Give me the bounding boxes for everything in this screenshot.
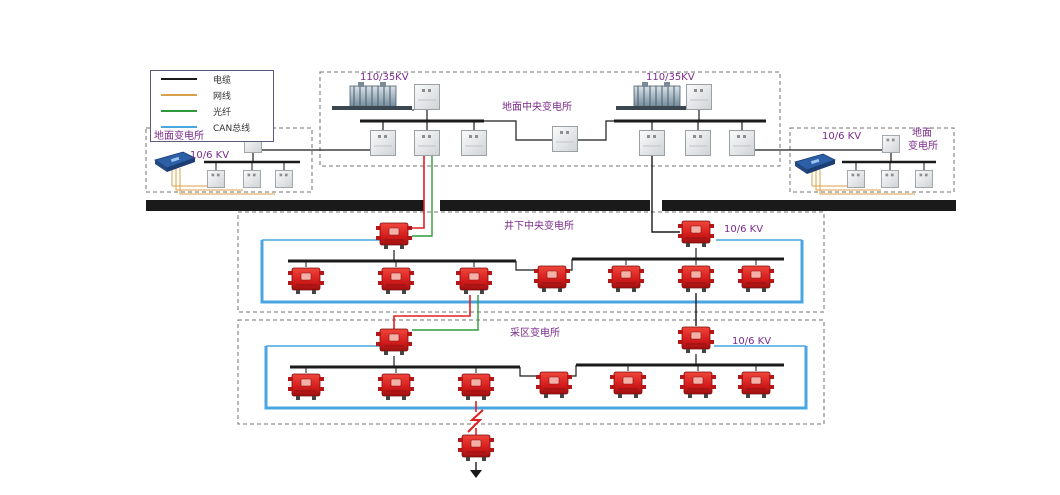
cabinet (243, 170, 261, 188)
cabinet (370, 130, 396, 156)
transformer-left (332, 82, 412, 111)
surface-right-title-line1: 地面 (912, 128, 932, 139)
surface-right-voltage-label: 10/6 KV (822, 131, 862, 142)
cabinet (729, 130, 755, 156)
cabinet (207, 170, 225, 188)
switchgear (288, 267, 324, 295)
surface-central-title: 地面中央变电所 (502, 102, 572, 113)
mining-voltage-label: 10/6 KV (732, 336, 772, 347)
fault-lightning-icon (467, 409, 484, 433)
cabinet (847, 170, 865, 188)
monitor-station-right (794, 153, 836, 174)
load-switchgear (458, 434, 494, 462)
cabinet (639, 130, 665, 156)
incoming-switchgear-right (678, 220, 714, 248)
cabinet (686, 84, 712, 110)
transformer-left-voltage-label: 110/35KV (360, 72, 409, 83)
bus-tie-switchgear (534, 265, 570, 293)
feeder-lines (412, 156, 680, 237)
switchgear (608, 265, 644, 293)
legend-item-network: 网线 (151, 87, 273, 103)
section-boxes (145, 71, 955, 425)
legend-swatch (161, 94, 197, 96)
switchgear (610, 371, 646, 399)
switchgear (738, 371, 774, 399)
cabinet (915, 170, 933, 188)
cabinet (414, 84, 440, 110)
cabinet (461, 130, 487, 156)
mining-area-title: 采区变电所 (510, 328, 560, 339)
mining-feeders (393, 293, 697, 331)
bus-tie-switchgear (536, 371, 572, 399)
arrow-down-icon (470, 470, 482, 478)
surface-left-voltage-label: 10/6 KV (190, 150, 230, 161)
underground-central-station (260, 220, 804, 304)
legend-label: 网线 (213, 92, 232, 102)
legend-item-cable: 电缆 (151, 71, 273, 87)
surface-left-station (154, 135, 300, 195)
cabinet (685, 130, 711, 156)
switchgear (680, 371, 716, 399)
surface-central-station (332, 82, 766, 156)
cabinet (275, 170, 293, 188)
legend-item-fiber: 光纤 (151, 103, 273, 119)
incoming-switchgear-right (678, 326, 714, 354)
surface-left-title: 地面变电所 (154, 131, 204, 142)
legend-label: 光纤 (213, 108, 232, 118)
legend-label: 电缆 (213, 76, 232, 86)
incoming-switchgear-left (376, 328, 412, 356)
surface-left-box (145, 127, 313, 193)
legend-item-can-bus: CAN总线 (151, 119, 273, 135)
surface-right-title-line2: 变电所 (908, 141, 938, 152)
underground-central-title: 井下中央变电所 (504, 221, 574, 232)
legend-label: CAN总线 (213, 124, 251, 134)
surface-right-station (794, 135, 936, 195)
incoming-switchgear-left (376, 222, 412, 250)
cabinet (881, 170, 899, 188)
final-feeder (458, 401, 494, 478)
cabinet (882, 135, 900, 153)
underground-voltage-label: 10/6 KV (724, 224, 764, 235)
ground-level-bars (146, 200, 956, 211)
switchgear (378, 267, 414, 295)
mining-area-box (237, 319, 825, 425)
bus-tie-cabinet (552, 126, 578, 152)
switchgear (678, 265, 714, 293)
legend-swatch (161, 110, 197, 112)
switchgear (458, 373, 494, 401)
switchgear (738, 265, 774, 293)
surface-central-box (319, 71, 781, 167)
switchgear (288, 373, 324, 401)
switchgear (456, 267, 492, 295)
transformer-right (616, 82, 696, 111)
monitor-station-left (154, 151, 196, 172)
surface-right-box (789, 127, 955, 193)
transformer-right-voltage-label: 110/35KV (646, 72, 695, 83)
mining-area-station (264, 326, 808, 410)
legend: 电缆 网线 光纤 CAN总线 (150, 70, 274, 142)
cabinet (414, 130, 440, 156)
switchgear (378, 373, 414, 401)
legend-swatch (161, 126, 197, 128)
legend-swatch (161, 78, 197, 80)
